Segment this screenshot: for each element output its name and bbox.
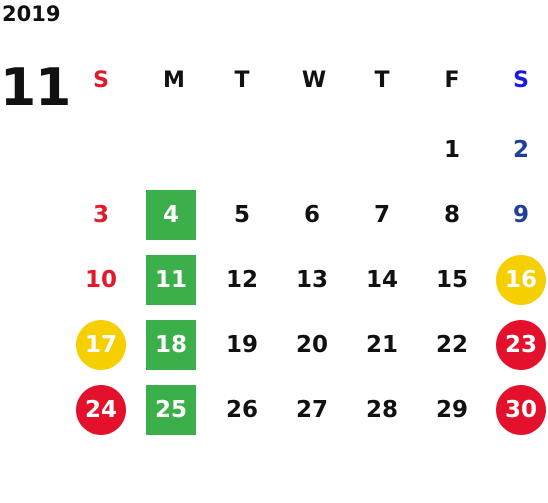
day-23[interactable]: 23 xyxy=(496,320,546,370)
day-26[interactable]: 26 xyxy=(225,397,258,423)
day-7[interactable]: 7 xyxy=(373,202,390,228)
day-13[interactable]: 13 xyxy=(295,267,328,293)
weekday-sunday: S xyxy=(93,67,109,93)
day-24[interactable]: 24 xyxy=(76,385,126,435)
day-8[interactable]: 8 xyxy=(443,202,460,228)
day-5[interactable]: 5 xyxy=(233,202,250,228)
weekday-thursday: T xyxy=(374,67,390,93)
day-17[interactable]: 17 xyxy=(76,320,126,370)
day-18[interactable]: 18 xyxy=(146,320,196,370)
day-16[interactable]: 16 xyxy=(496,255,546,305)
day-12[interactable]: 12 xyxy=(225,267,258,293)
day-14[interactable]: 14 xyxy=(365,267,398,293)
day-22[interactable]: 22 xyxy=(435,332,468,358)
day-2[interactable]: 2 xyxy=(512,137,529,163)
weekday-tuesday: T xyxy=(234,67,250,93)
day-9[interactable]: 9 xyxy=(512,202,529,228)
weekday-saturday: S xyxy=(513,67,529,93)
day-19[interactable]: 19 xyxy=(225,332,258,358)
weekday-wednesday: W xyxy=(301,67,327,93)
day-6[interactable]: 6 xyxy=(303,202,320,228)
day-10[interactable]: 10 xyxy=(84,267,117,293)
day-15[interactable]: 15 xyxy=(435,267,468,293)
day-3[interactable]: 3 xyxy=(92,202,109,228)
month-number: 11 xyxy=(0,58,71,118)
weekday-friday: F xyxy=(444,67,460,93)
day-21[interactable]: 21 xyxy=(365,332,398,358)
day-25[interactable]: 25 xyxy=(146,385,196,435)
day-27[interactable]: 27 xyxy=(295,397,328,423)
day-30[interactable]: 30 xyxy=(496,385,546,435)
weekday-monday: M xyxy=(163,67,185,93)
day-20[interactable]: 20 xyxy=(295,332,328,358)
year-label: 2019 xyxy=(2,2,61,26)
day-29[interactable]: 29 xyxy=(435,397,468,423)
day-28[interactable]: 28 xyxy=(365,397,398,423)
day-4[interactable]: 4 xyxy=(146,190,196,240)
day-11[interactable]: 11 xyxy=(146,255,196,305)
day-1[interactable]: 1 xyxy=(443,137,460,163)
